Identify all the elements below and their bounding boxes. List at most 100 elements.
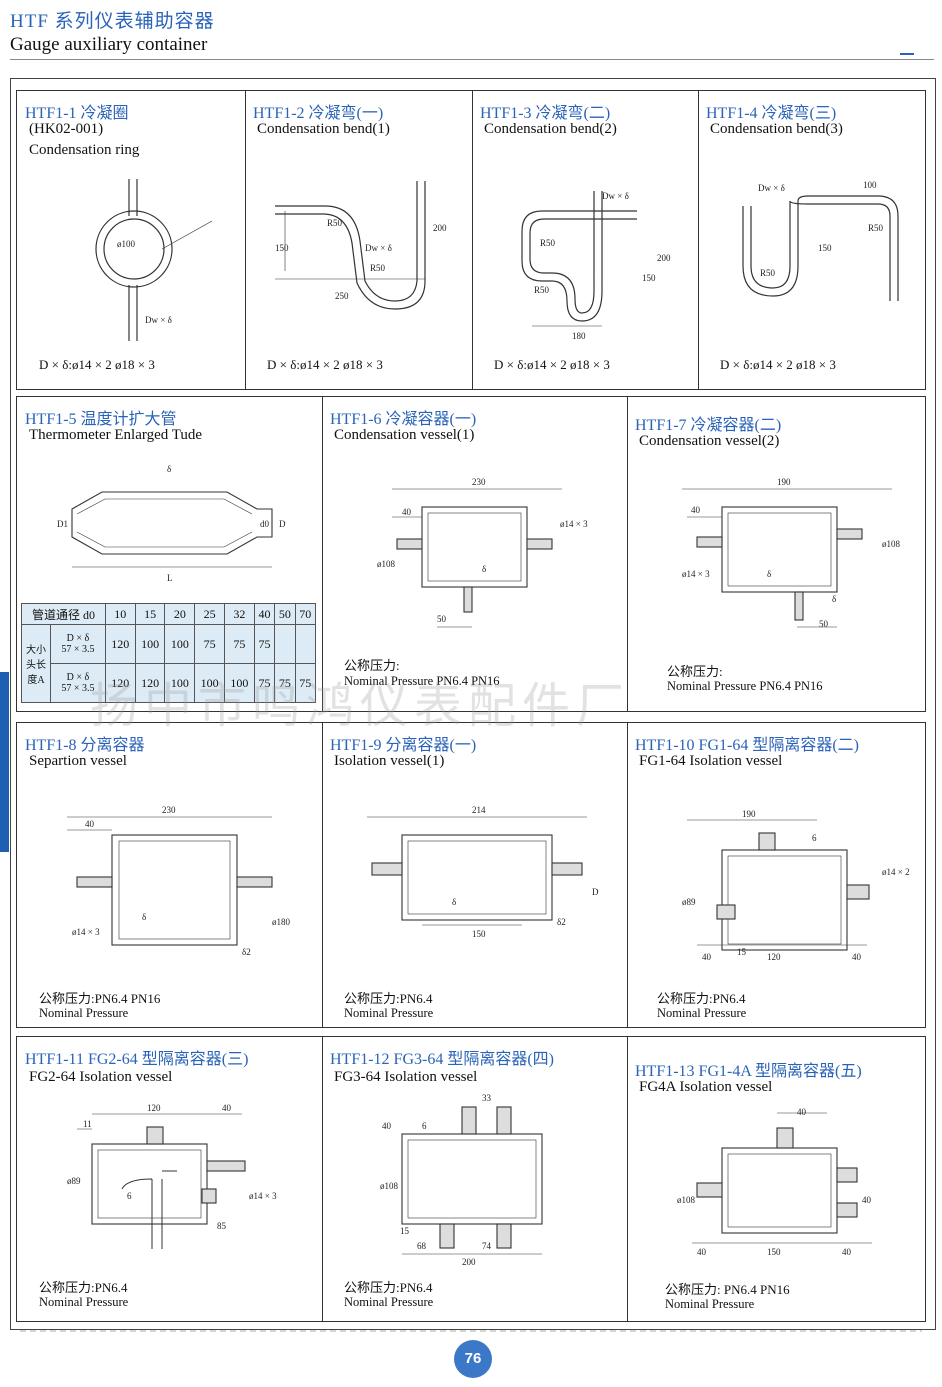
dim-label: 214 (472, 805, 486, 815)
drawing-condensation-vessel-1: 230 40 ø108 ø14 × 3 δ 50 (377, 477, 588, 628)
dim-label: ø108 (677, 1195, 696, 1205)
drawing-fg1-64-vessel: 190 6 ø89 ø14 × 2 40 15 120 40 (682, 809, 910, 962)
dim-label: ø14 × 3 (72, 927, 100, 937)
dim-label: δ (452, 897, 456, 907)
dim-label: 50 (819, 619, 829, 629)
table-header: 40 (253, 603, 276, 625)
item-title: HTF1-3 冷凝弯(二) (480, 105, 611, 122)
dim-label: 40 (702, 952, 712, 962)
table-cell-spec: D × δ (66, 672, 90, 683)
dim-label: 50 (437, 614, 447, 624)
item-htf1-13: HTF1-13 FG1-4A 型隔离容器(五) FG4A Isolation v… (627, 1037, 925, 1321)
drawing-condensation-vessel-2: 190 40 ø108 ø14 × 3 δ δ 50 (682, 477, 901, 629)
item-htf1-1: HTF1-1 冷凝圈 (HK02-001) Condensation ring … (17, 91, 246, 389)
dim-label: 11 (83, 1119, 92, 1129)
dim-label: δ2 (242, 947, 251, 957)
dim-label: 15 (737, 947, 747, 957)
table-cell: 100 (194, 663, 226, 703)
drawing-thermometer-enlarged-tube: δ D1 d0 D L (57, 464, 286, 583)
dim-label: 180 (572, 331, 586, 341)
item-htf1-12: HTF1-12 FG3-64 型隔离容器(四) FG3-64 Isolation… (322, 1037, 628, 1321)
dim-label: 40 (85, 819, 95, 829)
dim-label: 74 (482, 1241, 492, 1251)
row-4: HTF1-11 FG2-64 型隔离容器(三) FG2-64 Isolation… (16, 1036, 926, 1322)
dim-label: 6 (812, 833, 817, 843)
table-cell: 100 (164, 624, 196, 664)
page-header-title-cn: HTF 系列仪表辅助容器 (10, 11, 215, 32)
dim-label: 40 (797, 1107, 807, 1117)
item-title: HTF1-6 冷凝容器(一) (330, 411, 477, 428)
item-title: HTF1-2 冷凝弯(一) (253, 105, 384, 122)
dim-label: 230 (472, 477, 486, 487)
table-cell: 75 (194, 624, 226, 664)
dim-label: 85 (217, 1221, 227, 1231)
dim-label: 150 (818, 243, 832, 253)
dim-label: 6 (127, 1191, 132, 1201)
item-subtitle: Thermometer Enlarged Tude (29, 427, 203, 443)
drawing-fg3-64-vessel: 33 40 6 ø108 15 68 74 200 (380, 1093, 543, 1267)
dim-label: Dw × δ (602, 191, 629, 201)
dim-label: 100 (863, 180, 877, 190)
header-rule (10, 59, 934, 60)
dim-label: ø108 (377, 559, 396, 569)
item-title: HTF1-10 FG1-64 型隔离容器(二) (635, 737, 859, 754)
item-footer-en: Nominal Pressure (665, 1297, 755, 1311)
table-cell: 75 (253, 624, 276, 664)
dim-label: ø108 (882, 539, 901, 549)
item-htf1-10: HTF1-10 FG1-64 型隔离容器(二) FG1-64 Isolation… (627, 723, 925, 1027)
dim-label: 33 (482, 1093, 492, 1103)
drawing-fg2-64-vessel: 120 40 11 ø89 6 ø14 × 3 85 (67, 1103, 277, 1249)
dim-label: 40 (862, 1195, 872, 1205)
dim-label: 40 (222, 1103, 232, 1113)
dim-label: δ (167, 464, 171, 474)
dim-label: δ (482, 564, 486, 574)
dim-label: 150 (275, 243, 289, 253)
dim-label: ø14 × 3 (682, 569, 710, 579)
dim-label: δ (832, 594, 836, 604)
item-subtitle: FG3-64 Isolation vessel (334, 1069, 478, 1085)
dim-label: D (592, 887, 599, 897)
dim-label: δ (142, 912, 146, 922)
dim-label: 250 (335, 291, 349, 301)
table-cell: 100 (164, 663, 196, 703)
dim-label: 40 (691, 505, 701, 515)
item-subtitle: FG4A Isolation vessel (639, 1079, 773, 1095)
item-htf1-7: HTF1-7 冷凝容器(二) Condensation vessel(2) 19… (627, 397, 925, 711)
table-cell: D × δ 57 × 3.5 (50, 663, 106, 703)
page-frame (10, 78, 936, 1330)
item-footer-en: Nominal Pressure (39, 1295, 129, 1309)
table-header: 20 (164, 603, 196, 625)
item-subtitle: Condensation bend(3) (710, 121, 843, 137)
item-footer: 公称压力: PN6.4 PN16 (665, 1282, 790, 1297)
table-header: 50 (274, 603, 296, 625)
dim-label: d0 (260, 519, 270, 529)
page-header-title-en: Gauge auxiliary container (10, 34, 208, 55)
item-footer-en: Nominal Pressure (39, 1006, 129, 1020)
dim-label: 150 (642, 273, 656, 283)
dim-label: 150 (767, 1247, 781, 1257)
dim-label: ø89 (67, 1176, 81, 1186)
table-cell (294, 624, 317, 664)
dim-label: 15 (400, 1226, 410, 1236)
item-subtitle: Isolation vessel(1) (334, 753, 445, 769)
dim-label: R50 (370, 263, 386, 273)
dim-label: 200 (433, 223, 447, 233)
dim-label: 40 (402, 507, 412, 517)
dim-label: D1 (57, 519, 68, 529)
page-number-badge: 76 (454, 1340, 492, 1378)
item-footer-en: Nominal Pressure (344, 1006, 434, 1020)
dim-label: Dw × δ (758, 183, 785, 193)
table-header: 32 (224, 603, 255, 625)
dim-label: 200 (462, 1257, 476, 1267)
item-footer: 公称压力: (344, 658, 400, 673)
dim-label: ø14 × 3 (249, 1191, 277, 1201)
dim-label: R50 (327, 218, 343, 228)
drawing-separation-vessel: 230 40 ø14 × 3 δ ø180 δ2 (67, 805, 291, 957)
dim-label: 150 (472, 929, 486, 939)
row-3: HTF1-8 分离容器 Separtion vessel 230 40 ø14 … (16, 722, 926, 1028)
item-title: HTF1-1 冷凝圈 (25, 105, 129, 122)
item-footer: 公称压力:PN6.4 (657, 991, 746, 1006)
dim-label: ø100 (117, 239, 136, 249)
dim-label: 200 (657, 253, 671, 263)
item-title: HTF1-4 冷凝弯(三) (706, 105, 837, 122)
